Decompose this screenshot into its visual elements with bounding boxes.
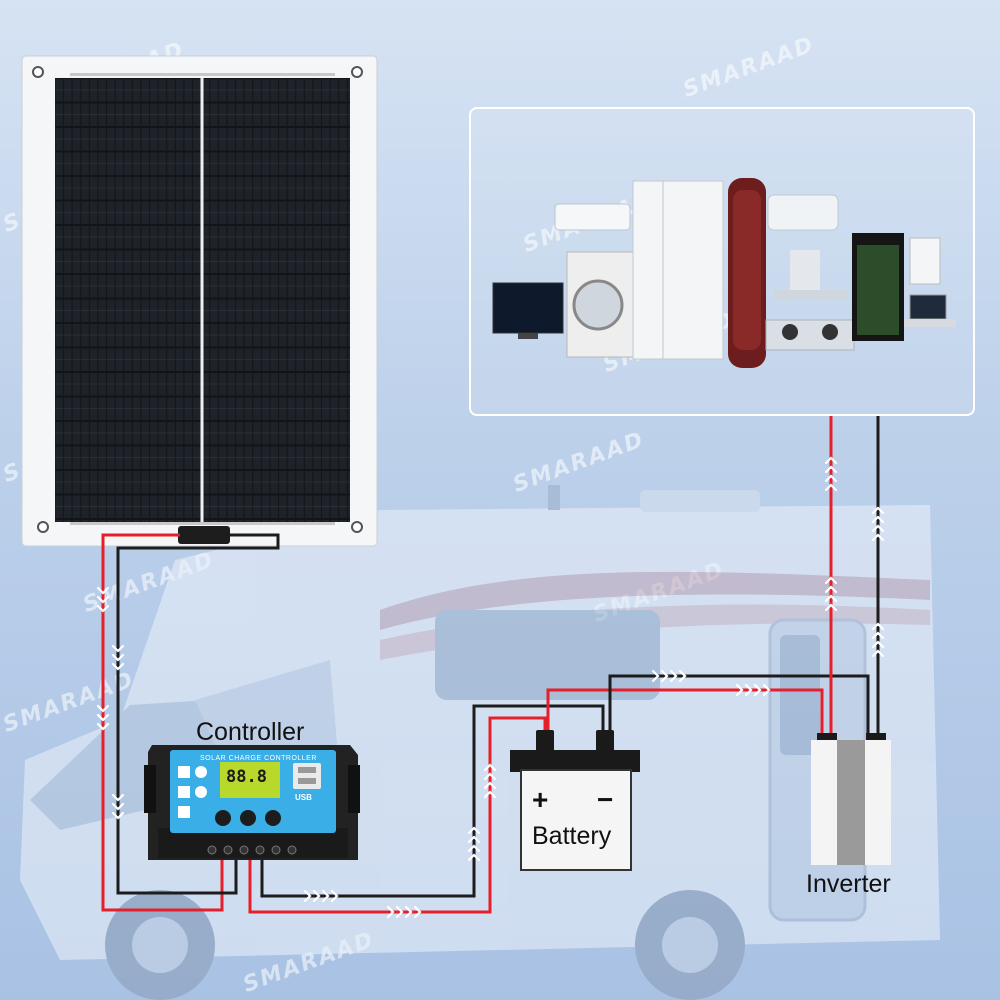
battery-label: Battery: [532, 822, 612, 850]
controller-lcd-digits: 88.8: [226, 767, 267, 787]
controller-screen-header: SOLAR CHARGE CONTROLLER: [200, 755, 317, 762]
inverter-label: Inverter: [806, 870, 891, 898]
usb-label: USB: [295, 793, 312, 802]
controller-label: Controller: [196, 718, 305, 746]
battery-positive-sign: +: [532, 784, 549, 815]
battery-negative-sign: −: [597, 784, 614, 815]
